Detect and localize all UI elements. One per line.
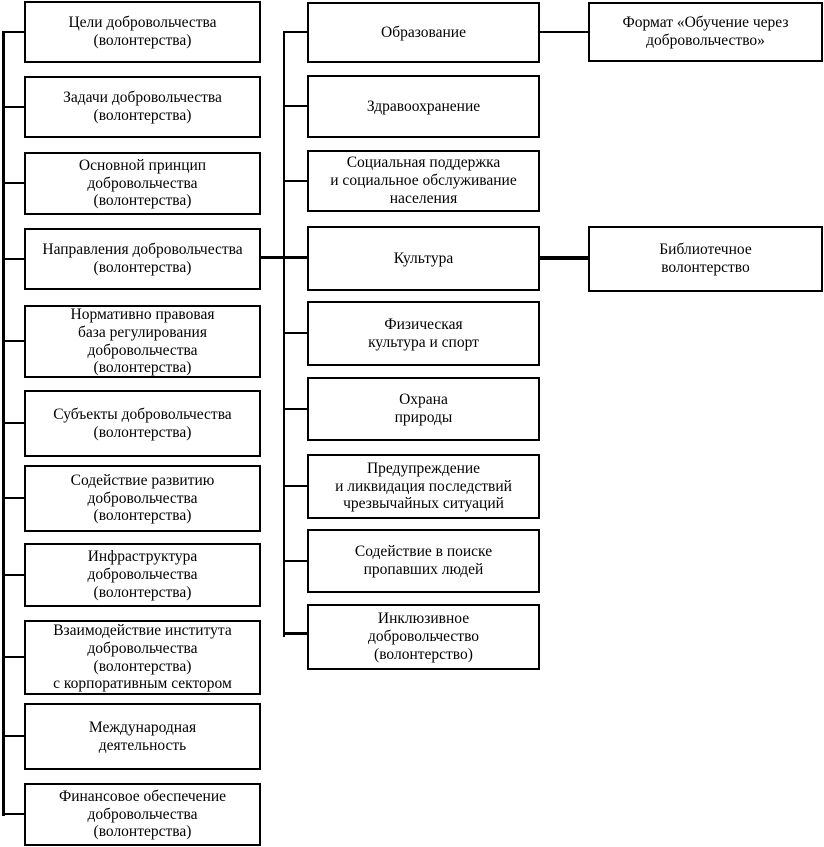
left-box-tasks: Задачи добровольчества (волонтерства) xyxy=(24,76,261,138)
left-stub-line xyxy=(2,258,24,260)
education-to-format-connector xyxy=(540,31,588,33)
left-stub-line xyxy=(2,813,24,815)
middle-box-nature-protection: Охрана природы xyxy=(307,377,540,441)
middle-box-missing-people: Содействие в поиске пропавших людей xyxy=(307,529,540,593)
left-stub-line xyxy=(2,106,24,108)
left-stub-line xyxy=(2,340,24,342)
middle-box-culture: Культура xyxy=(307,226,540,291)
left-stub-line xyxy=(2,497,24,499)
middle-stub-line xyxy=(283,332,307,334)
left-box-main-principle: Основной принцип добровольчества (волонт… xyxy=(24,152,261,215)
middle-box-education: Образование xyxy=(307,2,540,63)
middle-stub-line xyxy=(283,560,307,562)
left-stub-line xyxy=(2,31,24,33)
middle-stub-line xyxy=(283,485,307,487)
right-box-learning-through-volunteering: Формат «Обучение через добровольчество» xyxy=(588,2,823,62)
left-box-development-support: Содействие развитию добровольчества (вол… xyxy=(24,465,261,532)
middle-box-emergency: Предупреждение и ликвидация последствий … xyxy=(307,454,540,519)
left-stub-line xyxy=(2,735,24,737)
middle-stub-line xyxy=(283,632,307,635)
left-box-directions: Направления добровольчества (волонтерств… xyxy=(24,228,261,290)
middle-box-inclusive: Инклюзивное добровольчество (волонтерств… xyxy=(307,604,540,670)
left-box-international: Международная деятельность xyxy=(24,703,261,770)
left-stub-line xyxy=(2,422,24,424)
left-stub-line xyxy=(2,574,24,576)
left-box-financial: Финансовое обеспечение добровольчества (… xyxy=(24,783,261,846)
left-box-legal-base: Нормативно правовая база регулирования д… xyxy=(24,305,261,378)
left-stub-line xyxy=(2,182,24,184)
right-box-library-volunteering: Библиотечное волонтерство xyxy=(588,226,823,292)
middle-stub-line xyxy=(283,31,307,33)
left-box-goals: Цели добровольчества (волонтерства) xyxy=(24,1,261,63)
culture-to-library-connector xyxy=(540,256,588,260)
middle-stub-line xyxy=(283,408,307,410)
left-box-corporate-interaction: Взаимодействие института добровольчества… xyxy=(24,620,261,695)
left-box-subjects: Субъекты добровольчества (волонтерства) xyxy=(24,390,261,457)
middle-box-physical-culture: Физическая культура и спорт xyxy=(307,301,540,366)
left-box-infrastructure: Инфраструктура добровольчества (волонтер… xyxy=(24,543,261,607)
middle-stub-line xyxy=(283,105,307,107)
left-stub-line xyxy=(2,656,24,658)
middle-spine-line xyxy=(283,31,285,637)
middle-box-social-support: Социальная поддержка и социальное обслуж… xyxy=(307,150,540,212)
middle-stub-line xyxy=(283,180,307,182)
middle-box-healthcare: Здравоохранение xyxy=(307,75,540,138)
